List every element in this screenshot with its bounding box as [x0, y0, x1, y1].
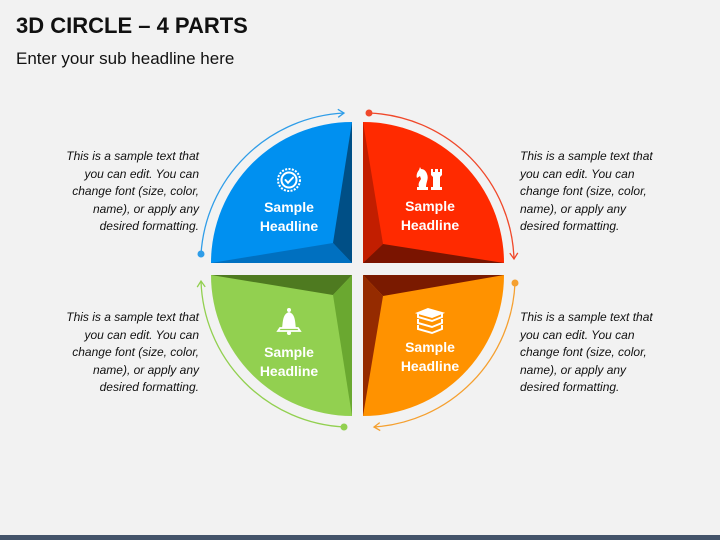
text-line: name), or apply any	[92, 201, 199, 216]
books-icon	[414, 307, 446, 335]
arrow-blue	[197, 108, 346, 258]
slide-subtitle: Enter your sub headline here	[16, 49, 235, 68]
text-line: change font (size, color,	[520, 345, 647, 359]
text-line: This is a sample text that	[66, 310, 199, 324]
text-line: change font (size, color,	[72, 345, 199, 359]
quadrant-top-right[interactable]	[363, 122, 504, 263]
headline-line1: Sample	[264, 199, 314, 215]
quadrant-bottom-left[interactable]	[211, 275, 352, 416]
headline-bottom-right: Sample Headline	[375, 338, 485, 376]
arrow-green	[196, 279, 348, 431]
text-top-left: This is a sample text that you can edit.…	[29, 148, 199, 236]
text-line: you can edit. You can	[520, 327, 635, 342]
text-line: desired formatting.	[99, 380, 199, 394]
headline-top-right: Sample Headline	[375, 197, 485, 235]
text-line: name), or apply any	[520, 201, 627, 216]
text-line: you can edit. You can	[520, 166, 635, 181]
text-line: This is a sample text that	[66, 149, 199, 163]
headline-line2: Headline	[259, 218, 319, 234]
chess-pieces-icon	[416, 167, 442, 190]
text-line: This is a sample text that	[520, 149, 653, 163]
headline-line2: Headline	[400, 358, 460, 374]
text-line: name), or apply any	[520, 362, 627, 377]
text-line: This is a sample text that	[520, 310, 653, 324]
text-line: name), or apply any	[92, 362, 199, 377]
quadrant-top-left[interactable]	[211, 122, 352, 263]
text-line: desired formatting.	[99, 219, 199, 233]
headline-line1: Sample	[405, 339, 455, 355]
arrow-orange	[372, 279, 519, 432]
text-line: desired formatting.	[520, 219, 620, 233]
slide-title: 3D CIRCLE – 4 PARTS	[16, 13, 248, 38]
text-line: you can edit. You can	[84, 166, 199, 181]
text-bottom-left: This is a sample text that you can edit.…	[29, 309, 199, 397]
badge-check-icon	[277, 168, 301, 192]
headline-line2: Headline	[400, 217, 460, 233]
headline-top-left: Sample Headline	[234, 198, 344, 236]
headline-line2: Headline	[259, 363, 319, 379]
text-top-right: This is a sample text that you can edit.…	[520, 148, 690, 236]
text-line: change font (size, color,	[520, 184, 647, 198]
bell-icon	[276, 308, 302, 335]
text-line: change font (size, color,	[72, 184, 199, 198]
headline-line1: Sample	[405, 198, 455, 214]
text-bottom-right: This is a sample text that you can edit.…	[520, 309, 690, 397]
text-line: you can edit. You can	[84, 327, 199, 342]
text-line: desired formatting.	[520, 380, 620, 394]
headline-line1: Sample	[264, 344, 314, 360]
footer-bar	[0, 535, 720, 540]
headline-bottom-left: Sample Headline	[234, 343, 344, 381]
arrow-red	[365, 109, 519, 261]
quadrant-bottom-right[interactable]	[363, 275, 504, 416]
